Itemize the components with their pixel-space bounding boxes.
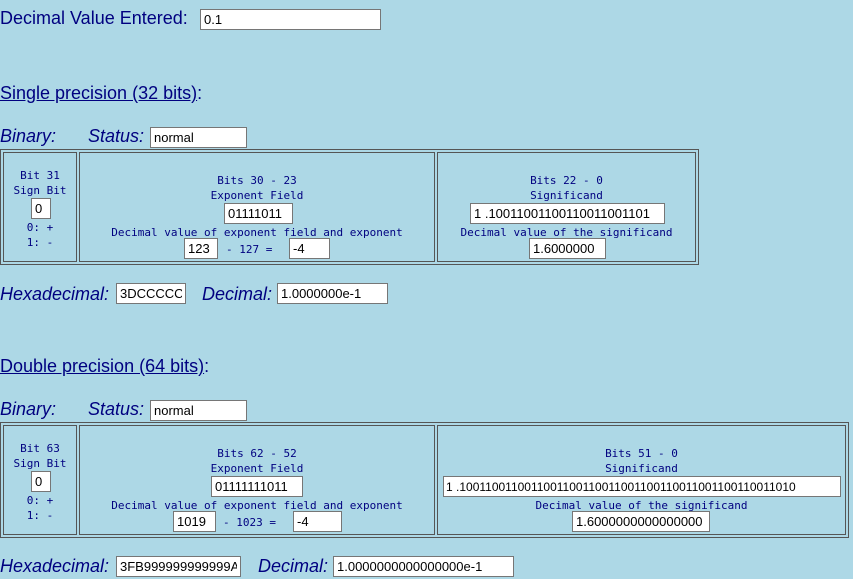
decimal-value-label: Decimal Value Entered: [0,8,188,28]
double-status-field[interactable] [150,400,247,421]
double-sign-cell: Bit 63 Sign Bit 0: + 1: - [3,425,77,535]
double-precision-link[interactable]: Double precision (64 bits) [0,356,205,376]
single-status-label: Status: [88,126,145,146]
double-decimal-field[interactable] [333,556,514,577]
double-binary-label: Binary: [0,399,57,419]
single-sign-legend-plus: 0: + [26,221,54,234]
double-exponent-field-value[interactable] [173,511,216,532]
single-sign-bit-input[interactable] [31,198,51,219]
double-exponent-bits-input[interactable] [211,476,303,497]
double-exponent-title: Bits 62 - 52 [217,447,297,460]
single-exponent-decimal-label: Decimal value of exponent field and expo… [111,226,403,239]
single-sign-subtitle: Sign Bit [13,184,67,197]
double-significand-title: Bits 51 - 0 [605,447,678,460]
double-sign-legend-minus: 1: - [26,509,54,522]
single-exponent-subtitle: Exponent Field [210,189,304,202]
double-sign-legend-plus: 0: + [26,494,54,507]
double-significand-decimal-label: Decimal value of the significand [535,499,748,512]
double-significand-decimal-value[interactable] [572,511,710,532]
single-decimal-field[interactable] [277,283,388,304]
double-heading-colon: : [204,356,210,376]
double-exponent-decimal-label: Decimal value of exponent field and expo… [111,499,403,512]
single-exponent-bias-text: - 127 = [226,243,273,256]
single-exponent-value[interactable] [289,238,330,259]
single-decimal-label: Decimal: [202,284,273,304]
single-sign-legend-minus: 1: - [26,236,54,249]
double-significand-subtitle: Significand [605,462,678,475]
single-precision-heading: Single precision (32 bits): [0,83,202,104]
single-sign-title: Bit 31 [20,169,60,182]
double-hex-field[interactable] [116,556,241,577]
single-binary-label: Binary: [0,126,57,146]
single-significand-bits-input[interactable] [470,203,665,224]
single-exponent-bits-input[interactable] [224,203,293,224]
single-significand-title: Bits 22 - 0 [530,174,603,187]
single-heading-colon: : [197,83,203,103]
double-sign-subtitle: Sign Bit [13,457,67,470]
single-sign-cell: Bit 31 Sign Bit 0: + 1: - [3,152,77,262]
double-decimal-label: Decimal: [258,556,329,576]
single-precision-link[interactable]: Single precision (32 bits) [0,83,198,103]
double-exponent-value[interactable] [293,511,342,532]
double-exponent-bias-text: - 1023 = [223,516,276,529]
single-hex-label: Hexadecimal: [0,284,110,304]
single-significand-decimal-label: Decimal value of the significand [460,226,673,239]
double-sign-title: Bit 63 [20,442,60,455]
single-exponent-cell: Bits 30 - 23 Exponent Field Decimal valu… [79,152,435,262]
double-significand-bits-input[interactable] [443,476,841,497]
double-binary-table: Bit 63 Sign Bit 0: + 1: - Bits 62 - 52 E… [0,422,849,538]
single-significand-subtitle: Significand [530,189,603,202]
double-significand-cell: Bits 51 - 0 Significand Decimal value of… [437,425,846,535]
single-exponent-field-value[interactable] [184,238,218,259]
double-hex-label: Hexadecimal: [0,556,110,576]
single-significand-cell: Bits 22 - 0 Significand Decimal value of… [437,152,696,262]
single-exponent-title: Bits 30 - 23 [217,174,297,187]
double-status-label: Status: [88,399,145,419]
single-status-field[interactable] [150,127,247,148]
double-sign-bit-input[interactable] [31,471,51,492]
double-exponent-cell: Bits 62 - 52 Exponent Field Decimal valu… [79,425,435,535]
decimal-value-input[interactable] [200,9,381,30]
double-exponent-subtitle: Exponent Field [210,462,304,475]
double-precision-heading: Double precision (64 bits): [0,356,209,377]
single-hex-field[interactable] [116,283,186,304]
single-significand-decimal-value[interactable] [529,238,606,259]
single-binary-table: Bit 31 Sign Bit 0: + 1: - Bits 30 - 23 E… [0,149,699,265]
